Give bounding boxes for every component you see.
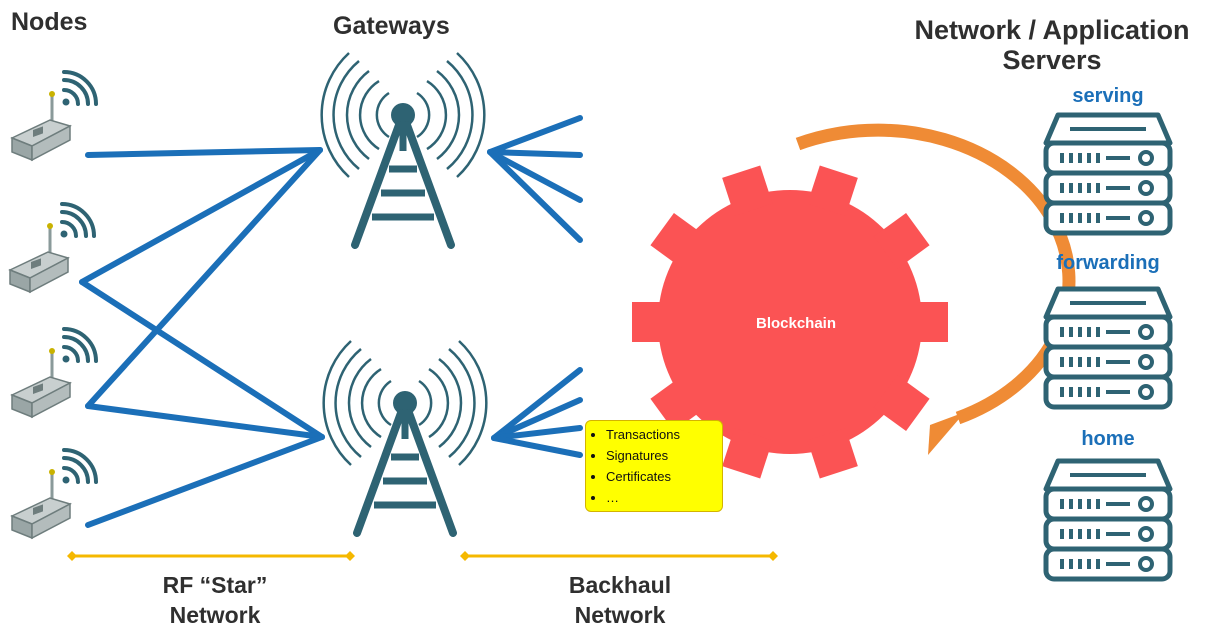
gear-tooth [650,375,707,432]
backhaul-network-bracket [460,551,778,561]
gear-tooth [873,375,930,432]
gear-tooth [873,212,930,269]
backhaul-links [487,115,583,458]
callout-item: … [606,489,716,507]
gateway-tower-icon [324,341,487,533]
gear-tooth [632,302,672,342]
rf-star-network-label: RF “Star” Network [120,570,310,630]
rf-network-bracket [67,551,355,561]
node-device-icon [10,448,98,540]
server-label-forwarding: forwarding [1056,252,1160,274]
callout-item: Certificates [606,468,716,486]
gear-tooth [722,428,773,479]
gear-tooth [807,165,858,216]
gear-tooth [908,302,948,342]
backhaul-network-label: Backhaul Network [520,570,720,630]
node-device-icon [8,202,96,294]
rf-links [79,147,325,528]
servers-heading-line1: Network / Application [914,15,1190,45]
gear-tooth [650,212,707,269]
node-device-icon [10,327,98,419]
backhaul-label-line1: Backhaul [568,572,672,598]
blockchain-label: Blockchain [756,315,836,332]
node-device-icon [10,70,98,162]
nodes-heading: Nodes [11,8,88,36]
server-stack-icon [1046,115,1170,233]
server-label-home: home [1081,428,1135,450]
gear-tooth [807,428,858,479]
server-stack-icon [1046,289,1170,407]
gateways-heading: Gateways [333,12,450,40]
server-stack-icon [1046,461,1170,579]
server-label-serving: serving [1072,85,1144,107]
rf-label-line1: RF “Star” [162,572,268,598]
blockchain-data-callout: Transactions Signatures Certificates … [585,420,723,512]
servers-heading-line2: Servers [1002,45,1102,75]
gear-tooth [722,165,773,216]
callout-item: Signatures [606,447,716,465]
gateway-tower-icon [322,53,485,245]
blockchain-gear-icon [632,165,948,479]
callout-item: Transactions [606,426,716,444]
backhaul-label-line2: Network [574,602,666,628]
rf-label-line2: Network [169,602,261,628]
servers-heading: Network / Application Servers [902,15,1202,75]
